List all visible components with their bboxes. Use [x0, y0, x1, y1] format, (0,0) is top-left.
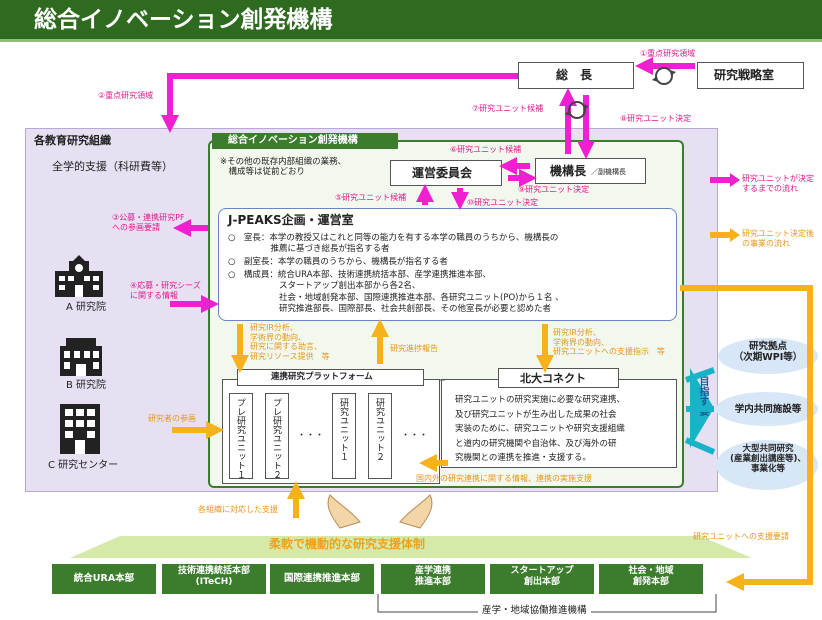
dept-label: 技術連携統括本部 (ITeCH)	[177, 566, 250, 587]
director-sub-label: ／副機構長	[591, 168, 626, 176]
unit-box	[368, 393, 392, 479]
flow-label: ⑤研究ユニット候補	[335, 193, 407, 202]
unit-label: プレ研究ユニット２	[271, 398, 281, 479]
flow-label: 各組織に対応した支援	[198, 505, 278, 514]
innovation-org-title: 総合イノベーション創発機構	[228, 135, 358, 146]
platform-title: 連携研究プラットフォーム	[271, 372, 373, 382]
strategy-office-box	[697, 62, 804, 89]
jpeaks-line: 推薦に基づき総長が指名する者	[228, 244, 390, 254]
president-label: 総 長	[556, 68, 593, 82]
flow-label: ⑥研究ユニット候補	[450, 145, 522, 154]
goal-item-label: 研究拠点 （次期WPI等）	[733, 341, 803, 364]
platform-box	[222, 379, 440, 484]
flow-label: ③公募・連携研究PF への参画要請	[112, 213, 185, 232]
goal-item	[718, 338, 818, 374]
page-title: 総合イノベーション創発機構	[34, 7, 333, 33]
school-icon	[55, 255, 103, 297]
platform-dots: ・・・	[297, 431, 325, 441]
institution-a-label: A 研究院	[66, 302, 107, 313]
flow-label: 研究IR分析、 学術界の動向、 研究ユニットへの支援指示 等	[553, 328, 665, 357]
dept-label: 国際連携推進本部	[283, 573, 360, 584]
legend-orange-label: 研究ユニット決定後 の事業の流れ	[742, 229, 814, 248]
goal-item	[716, 440, 818, 490]
jpeaks-title: J-PEAKS企画・運営室	[228, 213, 354, 227]
org-note: ※その他の既存内部組織の業務、 構成等は従前どおり	[220, 157, 347, 178]
jpeaks-line: 社会・地域創発本部、国際連携推進本部、各研究ユニット(PO)から１名 、	[228, 293, 564, 303]
connect-box	[441, 379, 677, 468]
innovation-org-title-bar	[212, 133, 398, 149]
unit-box	[265, 393, 289, 479]
institution-c-label: C 研究センター	[48, 460, 119, 471]
strategy-office-label: 研究戦略室	[714, 68, 775, 82]
flow-label: 研究者の参画	[148, 414, 196, 423]
connect-description: 研究ユニットの研究実施に必要な研究連携、 及び研究ユニットが生み出した成果の社会…	[455, 395, 626, 463]
institution-b-label: B 研究院	[66, 380, 107, 391]
legend-pink-label: 研究ユニットが決定 するまでの流れ	[742, 174, 814, 193]
goal-item	[716, 392, 818, 426]
dept-box	[162, 564, 266, 594]
dept-label: 統合URA本部	[73, 573, 135, 584]
goal-item-label: 大型共同研究 (産業創出講座等)、 事業化等	[730, 444, 806, 475]
flow-label: ⑨研究ユニット決定	[518, 185, 590, 194]
flow-label: ①重点研究領域	[640, 49, 696, 58]
dept-box	[381, 564, 485, 594]
platform-title-box	[237, 369, 424, 386]
flow-label: ⑦研究ユニット候補	[472, 104, 544, 113]
jpeaks-line: ○ 副室長：本学の職員のうちから、機構長が指名する者	[228, 257, 448, 267]
platform-dots: ・・・	[401, 431, 429, 441]
dept-box	[52, 564, 156, 594]
committee-label: 運営委員会	[412, 166, 473, 180]
jpeaks-line: ○ 室長：本学の教授又はこれと同等の能力を有する本学の職員のうちから、機構長の	[228, 233, 559, 243]
flow-label: ②重点研究領域	[98, 91, 154, 100]
university-support-label: 全学的支援（科研費等）	[52, 160, 173, 173]
flow-label: 研究IR分析、 学術界の動向、 研究に関する助言、 研究リソース提供 等	[250, 323, 330, 361]
dept-box	[270, 564, 374, 594]
connect-title-box	[498, 368, 619, 388]
jpeaks-line: スタートアップ創出本部から各2名、	[228, 281, 421, 291]
goal-item-label: 学内共同施設等	[734, 404, 802, 415]
header-bar	[0, 0, 822, 42]
unit-label: 研究ユニット１	[338, 398, 348, 461]
unit-box	[229, 393, 253, 479]
dept-label: 産学連携 推進本部	[414, 566, 451, 587]
director-label: 機構長	[550, 164, 587, 178]
unit-label: 研究ユニット２	[374, 398, 384, 461]
dept-box	[599, 564, 703, 594]
flow-label: ⑧研究ユニット決定	[620, 114, 692, 123]
jpeaks-line: 研究推進部長、国際部長、社会共創部長、その他室長が必要と認めた者	[228, 304, 552, 314]
unit-box	[332, 393, 356, 479]
flow-label: 研究進捗報告	[390, 344, 438, 353]
connect-title: 北大コネクト	[520, 372, 586, 385]
building-icon	[60, 338, 102, 376]
unit-label: プレ研究ユニット１	[235, 398, 245, 479]
flexible-support-title: 柔軟で機動的な研究支援体制	[269, 537, 426, 551]
committee-box	[390, 160, 502, 186]
jpeaks-box	[218, 208, 677, 321]
dept-label: スタートアップ 創出本部	[510, 566, 574, 587]
connect-info-label: 国内外の研究連携に関する情報、連携の実施支援	[416, 474, 592, 483]
flow-label: 研究ユニットへの支援要請	[693, 532, 789, 541]
goals-label: 目指す姿	[697, 376, 708, 416]
flow-label: ④応募・研究シーズ に関する情報	[130, 281, 201, 300]
dept-label: 社会・地域 創発本部	[628, 566, 674, 587]
office-building-icon	[60, 404, 100, 454]
dept-box	[490, 564, 594, 594]
jpeaks-line: ○ 構成員：統合URA本部、技術連携統括本部、産学連携推進本部、	[228, 270, 492, 280]
network-label: 産学・地域協働推進機構	[478, 605, 591, 617]
research-organizations-title: 各教育研究組織	[34, 134, 111, 147]
flow-label: ⑩研究ユニット決定	[467, 198, 539, 207]
